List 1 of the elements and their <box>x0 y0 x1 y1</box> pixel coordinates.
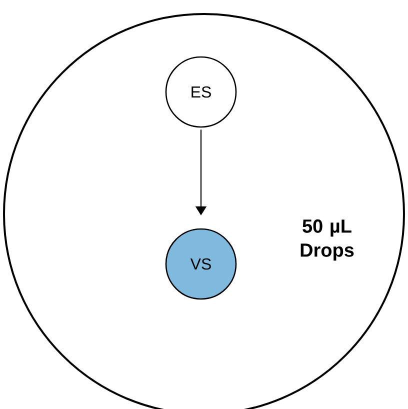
volume-label: 50 µL Drops <box>300 219 354 261</box>
